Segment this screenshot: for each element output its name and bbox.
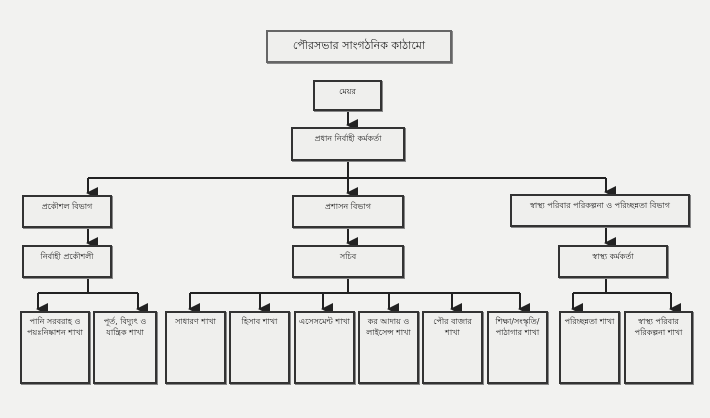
branch-box: এসেসমেন্ট শাখা <box>294 311 355 384</box>
branch-box: কর আদায় ও লাইসেন্স শাখা <box>358 311 419 384</box>
secretary-box: সচিব <box>292 245 404 278</box>
administration-department-box: প্রশাসন বিভাগ <box>292 195 404 228</box>
engineering-department-box: প্রকৌশল বিভাগ <box>22 195 112 228</box>
health-officer-box: স্বাস্থ্য কর্মকর্তা <box>558 245 668 278</box>
branch-box: পরিচ্ছন্নতা শাখা <box>559 311 620 384</box>
executive-engineer-box: নির্বাহী প্রকৌশলী <box>22 245 112 278</box>
ceo-box: প্রধান নির্বাহী কর্মকর্তা <box>291 127 405 161</box>
branch-box: শিক্ষা/সংস্কৃতি/ পাঠাগার শাখা <box>487 311 548 384</box>
health-department-box: স্বাস্থ্য পরিবার পরিকল্পনা ও পরিচ্ছন্নতা… <box>510 194 690 227</box>
chart-title: পৌরসভার সাংগঠনিক কাঠামো <box>266 30 452 63</box>
mayor-box: মেয়র <box>313 80 382 111</box>
branch-box: পানি সরবরাহ ও পয়ঃনিষ্কাশন শাখা <box>20 311 90 384</box>
branch-box: হিসাব শাখা <box>229 311 290 384</box>
branch-box: পূর্ত, বিদ্যুৎ ও যান্ত্রিক শাখা <box>93 311 157 384</box>
branch-box: সাধারণ শাখা <box>165 311 226 384</box>
branch-box: পৌর বাজার শাখা <box>422 311 483 384</box>
branch-box: স্বাস্থ্য পরিবার পরিকল্পনা শাখা <box>624 311 693 384</box>
